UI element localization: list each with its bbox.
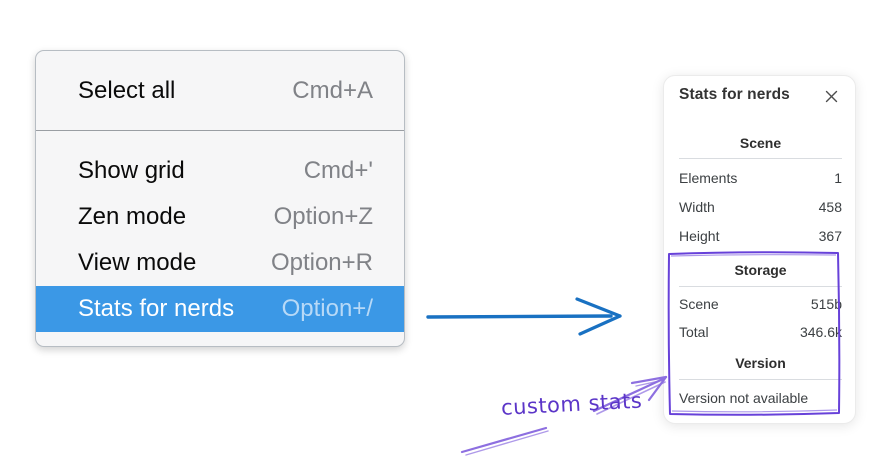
- menu-item-shortcut: Option+Z: [273, 203, 373, 230]
- stat-row-storage-scene: Scene 515b: [679, 295, 842, 313]
- stat-row-width: Width 458: [679, 198, 842, 216]
- menu-item-stats-for-nerds[interactable]: Stats for nerds Option+/: [36, 286, 404, 332]
- flow-arrow: [426, 297, 622, 336]
- menu-item-shortcut: Option+R: [270, 249, 373, 276]
- stat-label: Scene: [679, 296, 719, 312]
- menu-item-label: Select all: [78, 76, 176, 104]
- stat-label: Total: [679, 324, 709, 340]
- menu-item-view-mode[interactable]: View mode Option+R: [36, 240, 404, 286]
- section-header-version: Version: [735, 355, 786, 371]
- stat-row-storage-total: Total 346.6k: [679, 323, 842, 341]
- context-menu: Select all Cmd+A Show grid Cmd+' Zen mod…: [35, 50, 405, 347]
- menu-item-zen-mode[interactable]: Zen mode Option+Z: [36, 194, 404, 240]
- annotation-box: [667, 251, 841, 416]
- menu-item-shortcut: Option+/: [281, 295, 373, 322]
- close-icon: [825, 90, 837, 102]
- stat-label: Elements: [679, 170, 738, 186]
- stat-row-height: Height 367: [679, 227, 842, 245]
- stat-value: 1: [834, 170, 842, 186]
- stat-label: Width: [679, 199, 715, 215]
- stat-value: 515b: [810, 296, 842, 312]
- section-divider: [679, 286, 842, 287]
- section-header-scene: Scene: [739, 135, 782, 151]
- menu-item-shortcut: Cmd+': [303, 157, 373, 184]
- close-button[interactable]: [822, 87, 840, 105]
- menu-section-top: Select all Cmd+A: [36, 51, 404, 130]
- menu-item-label: Stats for nerds: [78, 295, 235, 322]
- stat-label: Height: [679, 228, 720, 244]
- stat-value: 458: [818, 199, 842, 215]
- menu-item-show-grid[interactable]: Show grid Cmd+': [36, 148, 404, 194]
- annotation-arrow: [460, 375, 668, 456]
- stat-row-elements: Elements 1: [679, 169, 842, 187]
- menu-item-select-all[interactable]: Select all Cmd+A: [36, 51, 404, 130]
- section-divider: [679, 158, 842, 159]
- panel-title: Stats for nerds: [679, 86, 790, 103]
- section-header-storage: Storage: [734, 262, 787, 278]
- menu-section-bottom: Show grid Cmd+' Zen mode Option+Z View m…: [36, 131, 404, 332]
- stat-value: 346.6k: [799, 324, 842, 340]
- section-divider: [679, 379, 842, 380]
- menu-item-shortcut: Cmd+A: [292, 76, 373, 104]
- stat-value: 367: [818, 228, 842, 244]
- version-note: Version not available: [679, 390, 809, 406]
- stats-panel: Stats for nerds Scene Elements 1 Width 4…: [663, 75, 856, 424]
- menu-divider: [36, 130, 404, 131]
- menu-item-label: Zen mode: [78, 203, 187, 230]
- menu-item-label: Show grid: [78, 157, 185, 184]
- menu-item-label: View mode: [78, 249, 197, 276]
